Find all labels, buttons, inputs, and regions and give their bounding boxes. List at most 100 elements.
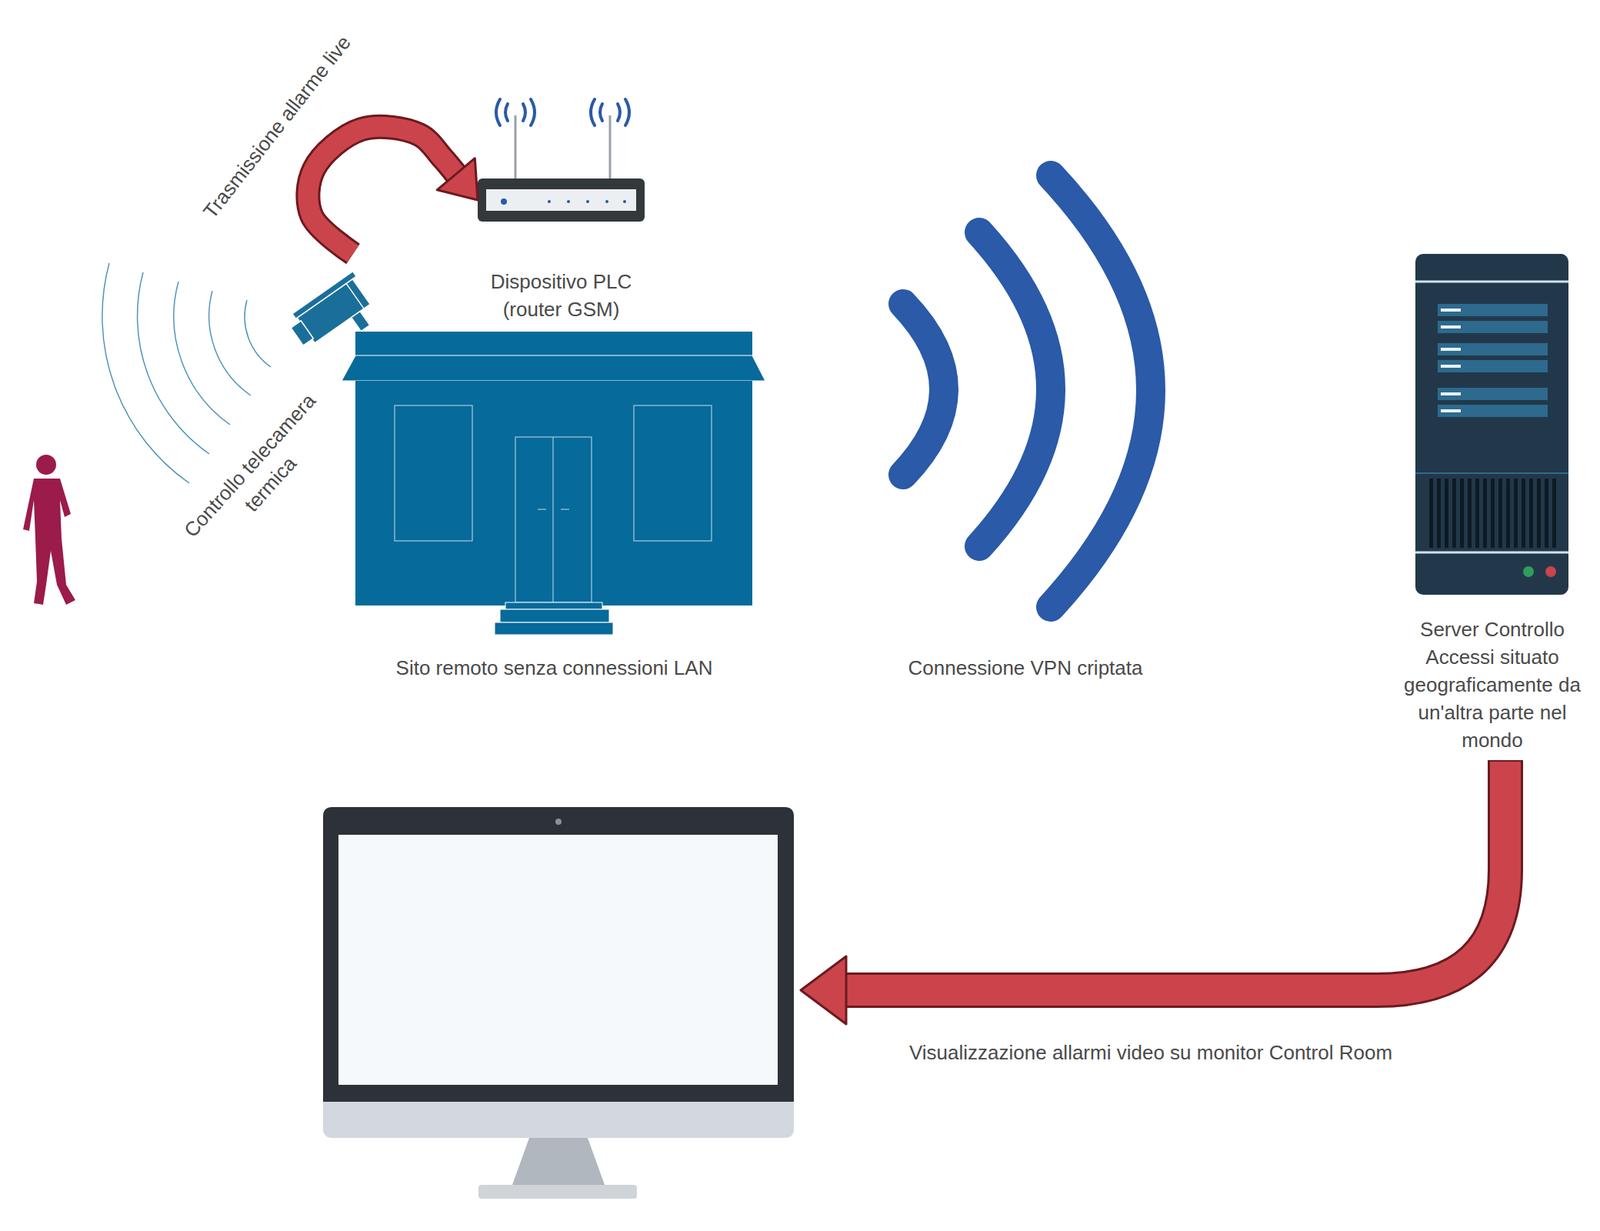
vpn-waves-part xyxy=(1050,175,1151,607)
thermal-camera-icon-part xyxy=(351,311,370,332)
thermal-waves-part xyxy=(102,263,190,484)
display-label: Visualizzazione allarmi video su monitor… xyxy=(909,1038,1393,1067)
alarm-arrow xyxy=(307,126,478,254)
server-grille-part xyxy=(1483,478,1487,548)
server-icon-part xyxy=(1440,308,1461,413)
vpn-label: Connessione VPN criptata xyxy=(908,653,1144,682)
monitor-icon-part xyxy=(323,806,794,1102)
server-icon-part-part xyxy=(1437,360,1548,373)
server-grille-part xyxy=(1536,478,1541,548)
router-icon-part-part xyxy=(617,103,620,121)
display-arrow-part xyxy=(800,956,847,1024)
router-icon xyxy=(477,99,645,222)
building-icon-part xyxy=(494,622,614,635)
building-icon-part-part xyxy=(537,508,547,510)
router-icon-part xyxy=(623,200,627,204)
router-icon-part-part xyxy=(530,99,535,126)
server-grille-part xyxy=(1490,478,1495,548)
building-icon-part xyxy=(505,602,603,610)
router-icon-part-part xyxy=(590,99,595,126)
building-icon-part-part xyxy=(560,508,570,510)
building-icon-part xyxy=(355,380,753,606)
node-label: Sito remoto senza connessioni LAN xyxy=(396,653,714,682)
server-icon-part-part xyxy=(1440,308,1461,312)
person-figure-part xyxy=(36,454,57,475)
person-figure-part xyxy=(23,478,76,605)
server-grille-part xyxy=(1513,478,1518,548)
server-icon-part-part xyxy=(1440,392,1461,396)
display-arrow-part xyxy=(844,760,1506,990)
monitor-icon-part xyxy=(338,834,778,1085)
server-icon-part xyxy=(1523,566,1534,577)
vpn-waves xyxy=(903,175,1151,607)
server-icon-part xyxy=(1545,566,1557,577)
monitor-icon-part xyxy=(323,1101,794,1138)
server-icon xyxy=(1415,253,1569,595)
server-icon-part-part xyxy=(1440,325,1461,329)
node-label: Dispositivo PLC (router GSM) xyxy=(477,267,645,324)
server-grille-part xyxy=(1475,478,1480,548)
building-icon-part-part xyxy=(394,405,473,541)
monitor-icon xyxy=(323,806,794,1199)
vpn-waves-part xyxy=(979,232,1051,547)
server-icon-part xyxy=(1415,280,1569,284)
thermal-camera: Controllo telecamera termica xyxy=(293,253,379,354)
monitor-icon-part xyxy=(512,1137,605,1185)
vpn-waves-part xyxy=(903,303,944,475)
server-grille-part xyxy=(1521,478,1526,548)
server-icon-part-part xyxy=(1440,347,1461,351)
arrow-body xyxy=(307,126,456,254)
building-icon-part xyxy=(341,355,766,381)
router-icon-part xyxy=(609,115,612,179)
edge-label: Trasmissione allarme live xyxy=(196,30,357,225)
server-grille-part xyxy=(1498,478,1503,548)
thermal-waves-part xyxy=(244,300,271,367)
display-arrow xyxy=(800,760,1506,1024)
router-icon-part xyxy=(486,189,637,211)
router-icon-part xyxy=(566,200,570,204)
router-icon-part xyxy=(477,178,645,222)
building-icon-part xyxy=(394,405,712,603)
router-icon-part-part xyxy=(496,99,500,126)
server-grille-part xyxy=(1544,478,1549,548)
server-icon-part xyxy=(1415,551,1569,554)
router-icon-part xyxy=(496,99,630,126)
access-control-server: Server Controllo Accessi situato geograf… xyxy=(1403,607,1581,754)
server-icon-part-part xyxy=(1437,404,1548,417)
router-device: Dispositivo PLC (router GSM) xyxy=(477,100,645,324)
router-icon-part xyxy=(547,200,551,204)
server-grille-part xyxy=(1436,478,1441,548)
router-icon-part-part xyxy=(600,103,603,121)
monitor-icon-part xyxy=(555,818,562,825)
arrow-head xyxy=(436,158,478,200)
router-icon-part xyxy=(586,200,590,204)
server-icon-part xyxy=(1415,472,1569,474)
router-icon-part-part xyxy=(625,99,630,126)
remote-site: Sito remoto senza connessioni LAN xyxy=(341,331,767,682)
server-grille-part xyxy=(1467,478,1472,548)
server-icon-part-part xyxy=(1437,303,1548,317)
person-figure xyxy=(23,454,76,605)
arrow-outline xyxy=(307,126,456,254)
building-icon-part xyxy=(500,609,610,623)
server-icon-part-part xyxy=(1440,364,1461,368)
server-icon-part xyxy=(1415,253,1569,595)
thermal-camera-icon-part xyxy=(290,320,314,346)
router-icon-part xyxy=(605,200,609,204)
thermal-camera-icon-part xyxy=(346,283,364,309)
building-icon xyxy=(341,331,766,635)
display-arrow-part xyxy=(843,761,1506,990)
router-icon-part-part xyxy=(523,103,526,121)
server-grille-part xyxy=(1460,478,1464,548)
building-icon-part xyxy=(355,331,753,356)
router-icon-part-part xyxy=(505,103,508,121)
server-icon-part-part xyxy=(1440,409,1461,413)
router-icon-part xyxy=(514,115,517,179)
building-icon-part-part xyxy=(633,405,712,541)
thermal-waves-part xyxy=(173,281,230,425)
node-label: Controllo telecamera termica xyxy=(170,379,350,571)
monitor-icon-part xyxy=(478,1184,637,1199)
server-grille xyxy=(1429,478,1557,548)
server-grille-part xyxy=(1529,478,1534,548)
